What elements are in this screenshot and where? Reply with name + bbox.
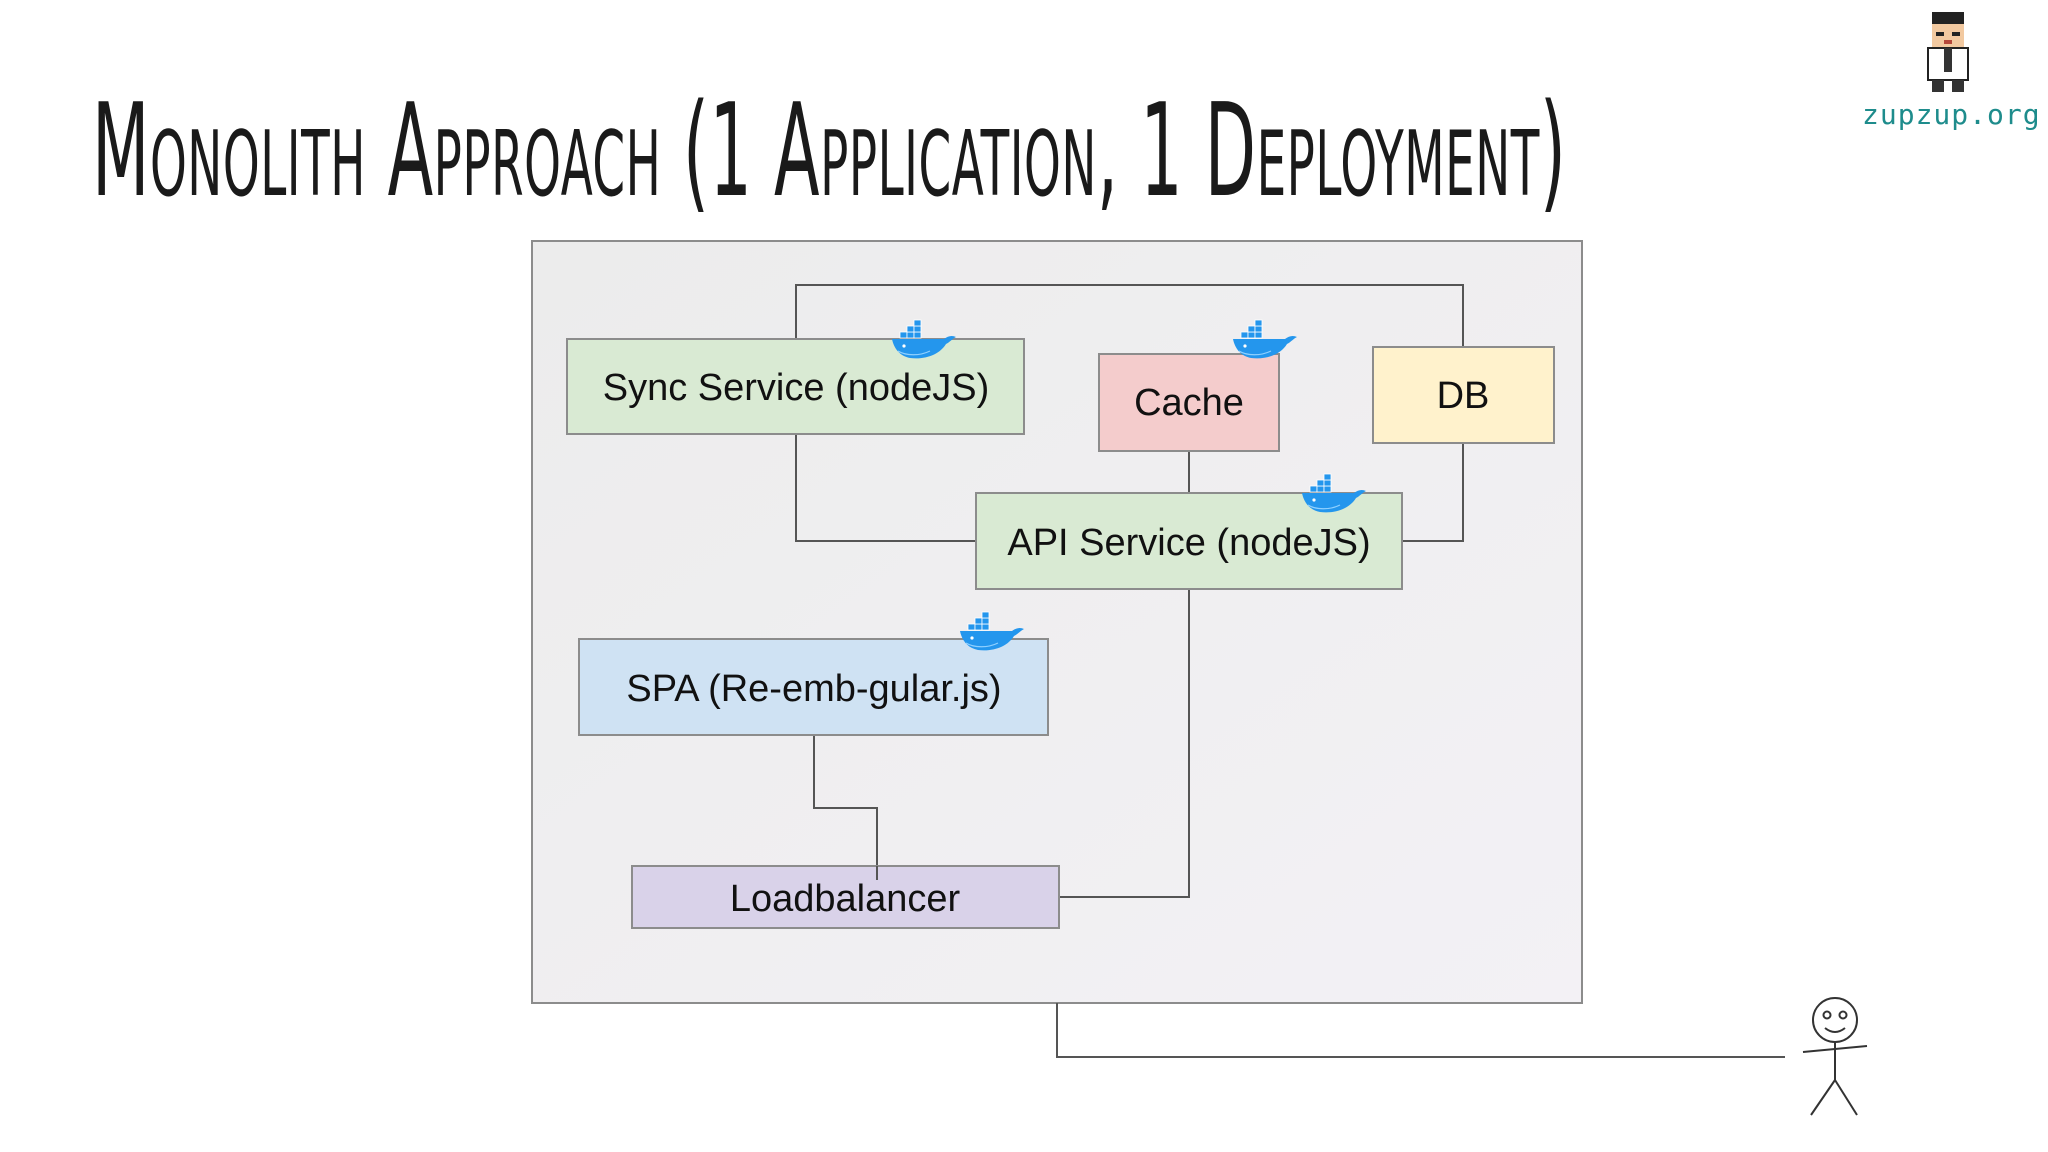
cache-label: Cache bbox=[1134, 382, 1244, 424]
connector-lines bbox=[795, 284, 1785, 1058]
cache-box bbox=[1098, 353, 1280, 452]
spa-label: SPA (Re-emb-gular.js) bbox=[626, 668, 1001, 710]
spa-box bbox=[578, 638, 1049, 736]
avatar-icon bbox=[1927, 12, 1969, 92]
brand-url: zupzup.org bbox=[1862, 98, 2041, 131]
sync-service-label: Sync Service (nodeJS) bbox=[603, 367, 990, 409]
loadbalancer-label: Loadbalancer bbox=[730, 878, 961, 920]
db-label: DB bbox=[1437, 375, 1490, 417]
loadbalancer-box bbox=[631, 865, 1060, 929]
user-stick-figure-icon bbox=[1802, 997, 1868, 1116]
api-service-label: API Service (nodeJS) bbox=[1007, 522, 1370, 564]
db-box bbox=[1372, 346, 1555, 444]
sync-service-box bbox=[566, 338, 1025, 435]
